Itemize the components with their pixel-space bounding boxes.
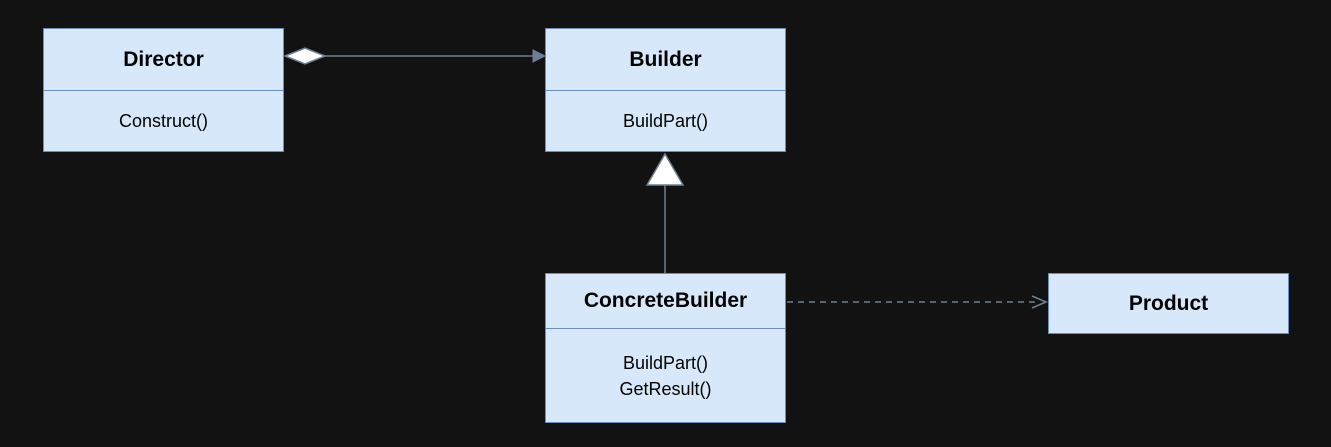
inheritance-triangle-icon (645, 152, 685, 186)
arrowhead-icon (532, 49, 547, 63)
method-label: Construct() (118, 111, 208, 131)
class-methods: BuildPart() (546, 91, 785, 151)
director-class-box[interactable]: Director Construct() (43, 28, 284, 152)
concrete-builder-class-box[interactable]: ConcreteBuilder BuildPart() GetResult() (545, 273, 786, 423)
inheritance-connector (645, 152, 685, 273)
open-arrowhead-icon (1031, 295, 1048, 309)
class-name: ConcreteBuilder (546, 274, 785, 329)
class-name: Director (44, 29, 283, 91)
method-label: GetResult() (619, 378, 712, 399)
method-label: BuildPart() (622, 111, 709, 131)
aggregation-diamond-icon (282, 47, 328, 65)
class-name: Product (1128, 291, 1209, 315)
dependency-connector (787, 295, 1048, 309)
product-class-box[interactable]: Product (1048, 273, 1289, 334)
class-name: Builder (546, 29, 785, 91)
aggregation-connector (282, 47, 547, 65)
class-methods: BuildPart() GetResult() (546, 329, 785, 422)
builder-class-box[interactable]: Builder BuildPart() (545, 28, 786, 152)
method-label: BuildPart() (622, 352, 709, 373)
class-methods: Construct() (44, 91, 283, 151)
